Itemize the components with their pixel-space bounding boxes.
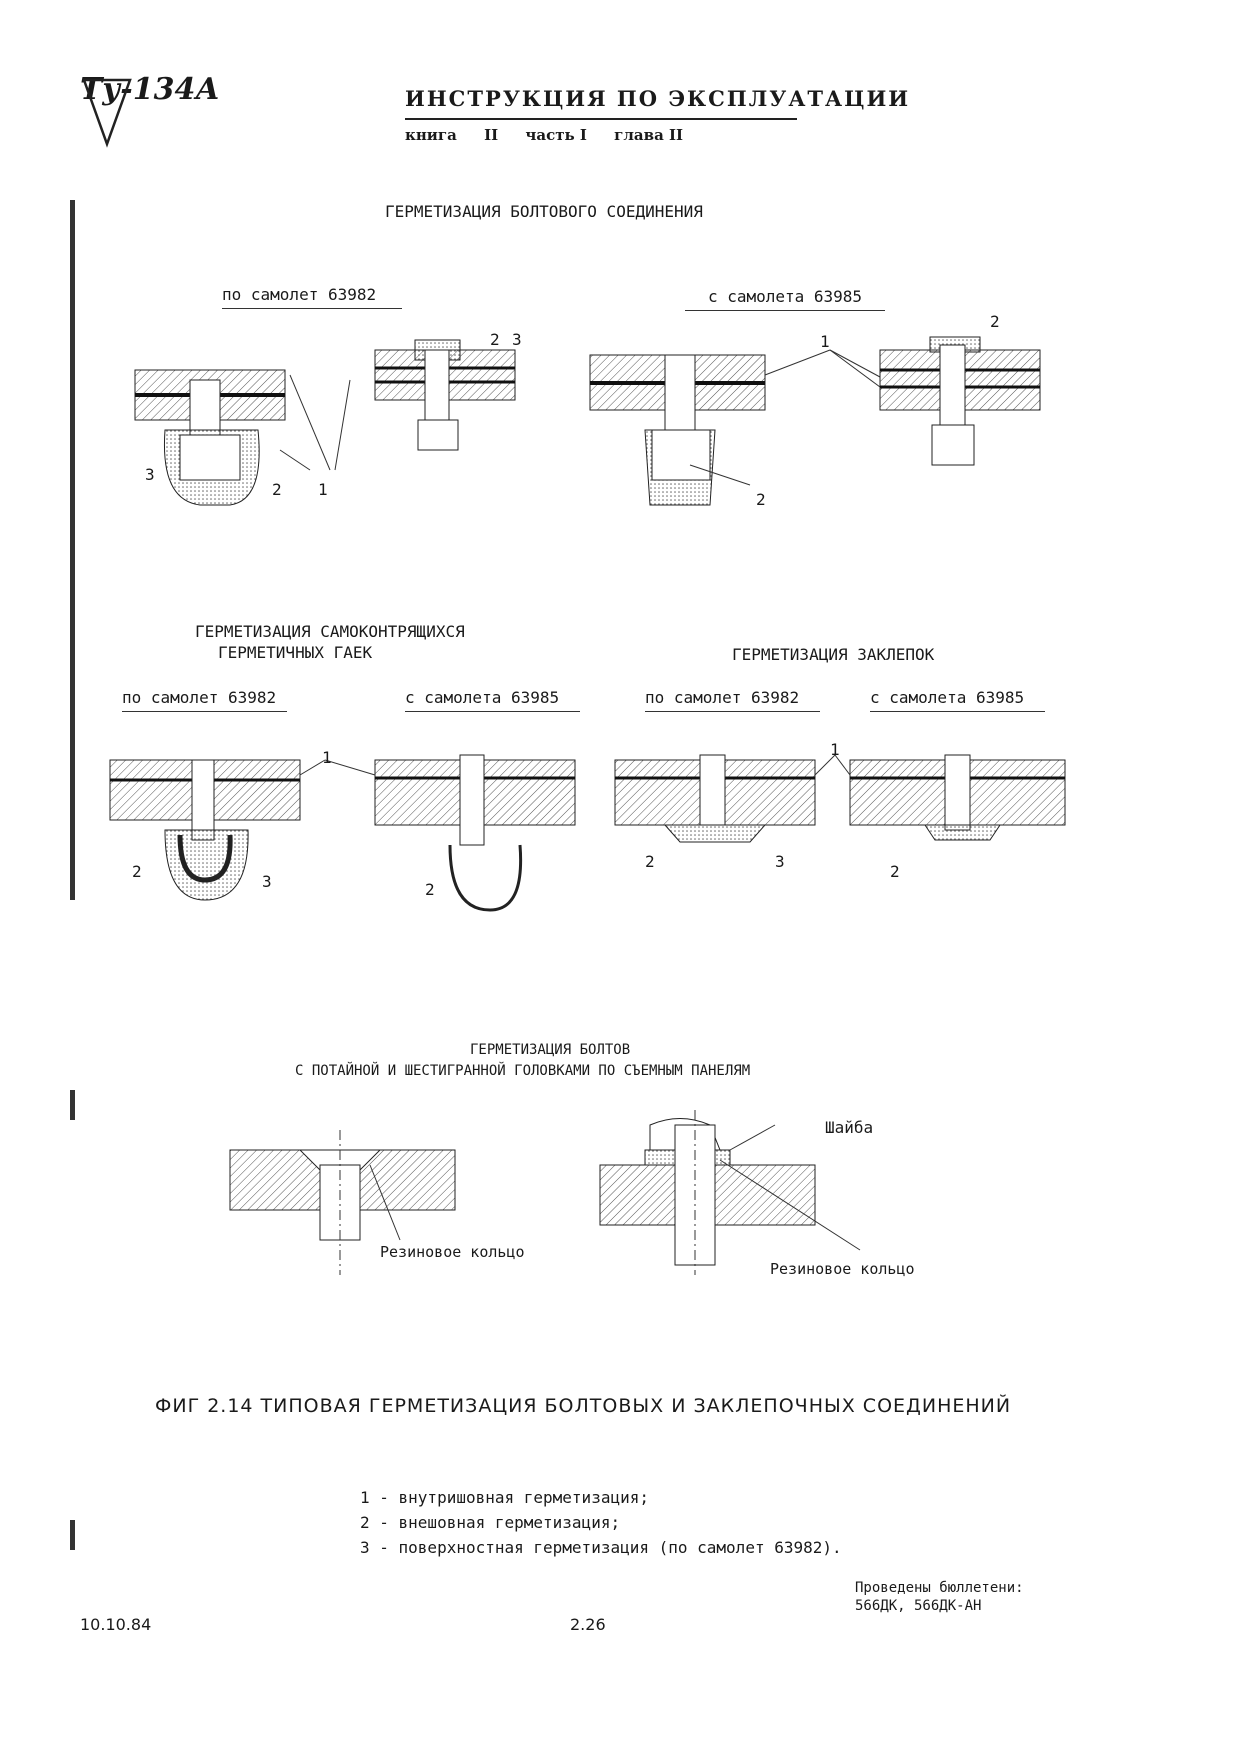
stamp-triangle-icon [82, 78, 132, 148]
callout-1: 1 [830, 740, 840, 759]
section-title-nuts-line2: ГЕРМЕТИЧНЫХ ГАЕК [218, 643, 373, 662]
legend-item: 1 - внутришовная герметизация; [360, 1488, 649, 1507]
panel-bolt-drawings [229, 1110, 861, 1275]
bolt-joint-drawing-b [589, 336, 1041, 506]
revision-date: 10.10.84 [80, 1615, 152, 1634]
bulletins-label: Проведены бюллетени: [855, 1580, 1024, 1596]
callout-2: 2 [645, 852, 655, 871]
section-title-panels: ГЕРМЕТИЗАЦИЯ БОЛТОВ [470, 1042, 631, 1058]
figure-caption: ФИГ 2.14 ТИПОВАЯ ГЕРМЕТИЗАЦИЯ БОЛТОВЫХ И… [155, 1395, 1012, 1417]
label-from-63985: с самолета 63985 [685, 287, 885, 311]
binding-edge-mark [70, 1520, 75, 1550]
label-rubber-ring-left: Резиновое кольцо [380, 1243, 525, 1261]
callout-2: 2 [425, 880, 435, 899]
book-label: книга [405, 126, 457, 144]
label-before-63982: по самолет 63982 [122, 688, 287, 712]
callout-2: 2 [272, 480, 282, 499]
nut-and-rivet-drawings [109, 754, 1066, 912]
callout-2: 2 [490, 330, 500, 349]
callout-2: 2 [132, 862, 142, 881]
legend-item: 3 - поверхностная герметизация (по самол… [360, 1538, 842, 1557]
label-from-63985: с самолета 63985 [405, 688, 580, 712]
callout-1: 1 [318, 480, 328, 499]
label-washer: Шайба [825, 1118, 874, 1137]
bolt-joint-drawing-a [134, 339, 516, 506]
bulletins-list: 566ДК, 566ДК-АН [855, 1598, 982, 1614]
callout-1: 1 [820, 332, 830, 351]
document-subtitle: книга II часть I глава II [405, 126, 705, 144]
callout-3: 3 [145, 465, 155, 484]
callout-3: 3 [512, 330, 522, 349]
callout-2: 2 [890, 862, 900, 881]
section-title-rivets: ГЕРМЕТИЗАЦИЯ ЗАКЛЕПОК [732, 645, 935, 664]
chapter-label: глава II [614, 126, 684, 144]
callout-3: 3 [262, 872, 272, 891]
callout-2: 2 [990, 312, 1000, 331]
label-rubber-ring-right: Резиновое кольцо [770, 1260, 915, 1278]
title-underline [405, 118, 797, 120]
callout-3: 3 [775, 852, 785, 871]
callout-2: 2 [756, 490, 766, 509]
callout-1: 1 [322, 748, 332, 767]
book-value: II [484, 126, 499, 144]
part-label: часть I [525, 126, 587, 144]
section-title-bolt: ГЕРМЕТИЗАЦИЯ БОЛТОВОГО СОЕДИНЕНИЯ [385, 202, 703, 221]
label-before-63982: по самолет 63982 [222, 285, 402, 309]
legend-item: 2 - внешовная герметизация; [360, 1513, 621, 1532]
section-title-nuts: ГЕРМЕТИЗАЦИЯ САМОКОНТРЯЩИХСЯ [195, 622, 465, 641]
binding-edge-mark [70, 1090, 75, 1120]
document-title: ИНСТРУКЦИЯ ПО ЭКСПЛУАТАЦИИ [405, 86, 911, 111]
page-number: 2.26 [570, 1615, 606, 1634]
section-title-panels-line2: С ПОТАЙНОЙ И ШЕСТИГРАННОЙ ГОЛОВКАМИ ПО С… [295, 1063, 751, 1079]
label-from-63985: с самолета 63985 [870, 688, 1045, 712]
document-stamp: Ту-134А [80, 72, 220, 107]
label-before-63982: по самолет 63982 [645, 688, 820, 712]
binding-edge-mark [70, 200, 75, 900]
